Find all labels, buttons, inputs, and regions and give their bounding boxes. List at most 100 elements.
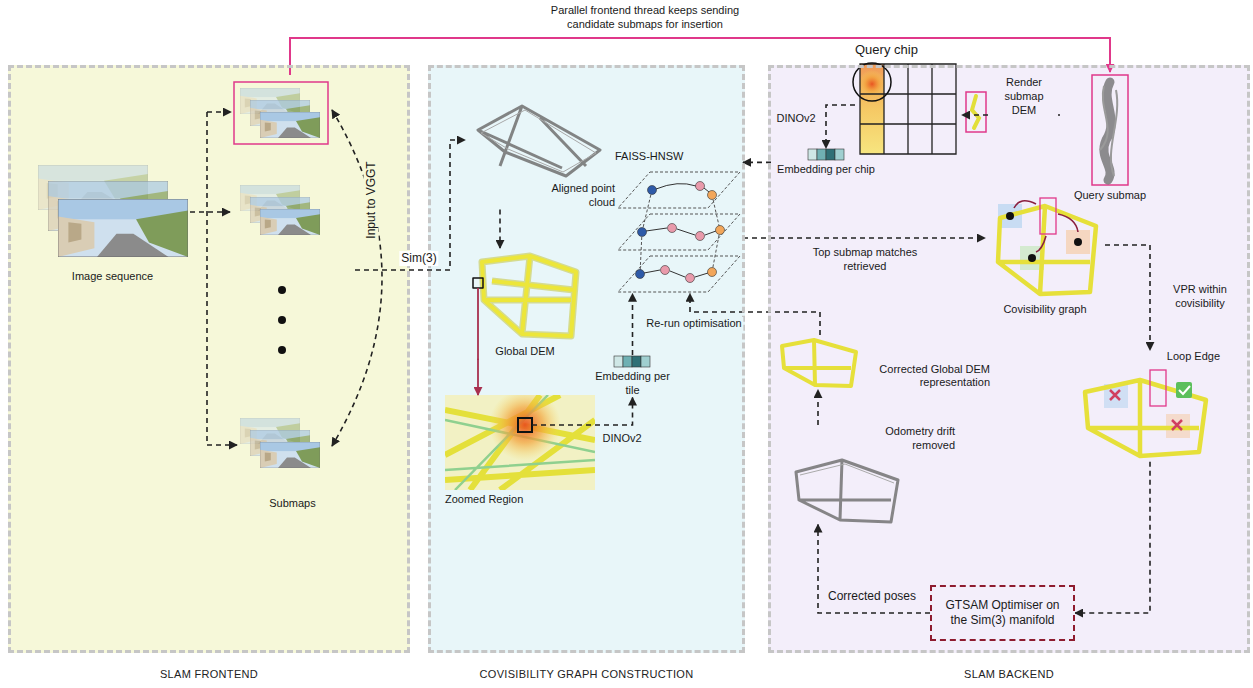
- submap-stacks: [278, 346, 286, 354]
- panel-region: Image sequenceSubmapsSLAM FRONTEND: [8, 65, 410, 653]
- embedding-icon: [632, 356, 641, 367]
- figure-space: [595, 355, 670, 370]
- figure-space: [615, 164, 743, 294]
- edge-label: DINOv2: [774, 112, 817, 126]
- connector: [817, 390, 819, 425]
- connector: [632, 294, 634, 355]
- embedding-icon: [817, 149, 826, 160]
- hnsw-index: [656, 184, 696, 189]
- query-submap-figure: [1092, 75, 1128, 185]
- hnsw-index: [696, 182, 705, 191]
- edge-label: Sim(3): [399, 251, 438, 266]
- corrected-dem-figure: [782, 340, 856, 386]
- edge-label: Parallel frontend thread keeps sending c…: [538, 4, 753, 32]
- connector: [743, 162, 771, 164]
- covisibility-figure: [998, 198, 1096, 294]
- figure-node: Query chip: [855, 42, 962, 156]
- figure-node: FAISS-HNSW: [615, 150, 743, 294]
- figure-space: [1070, 364, 1220, 462]
- edge-label: Top submap matches retrieved: [805, 246, 925, 274]
- global-dem: [473, 256, 576, 360]
- submap-stacks: [234, 82, 328, 144]
- caption: FAISS-HNSW: [615, 150, 683, 164]
- connector: [355, 140, 465, 270]
- connector: [190, 211, 230, 213]
- global-dem: [482, 256, 576, 336]
- caption: Odometry drift removed: [855, 425, 955, 453]
- embedding-icon: [614, 356, 650, 367]
- global-dem: [482, 256, 576, 336]
- caption: Zoomed Region: [445, 493, 523, 507]
- figure-space: [855, 58, 962, 156]
- hnsw-index: [618, 214, 740, 250]
- global-dem: [477, 288, 479, 360]
- connector: [818, 525, 930, 614]
- hnsw-index: [644, 184, 716, 277]
- edge-label: Re-run optimisation: [644, 317, 743, 331]
- figure-node: Query submap: [1060, 72, 1160, 203]
- covisibility-figure: [1066, 230, 1090, 254]
- caption: Submaps: [269, 497, 315, 511]
- branch-arrows: [207, 112, 237, 445]
- edge-label: VPR within covisibility: [1160, 283, 1240, 311]
- odometry-figure: [796, 460, 898, 522]
- figure-node: Aligned point cloud: [465, 100, 615, 210]
- connector: [1075, 462, 1150, 613]
- figure-space: [1060, 72, 1160, 189]
- hnsw-index: [644, 270, 708, 277]
- connector: [290, 38, 1110, 75]
- connector: [1105, 245, 1150, 350]
- loop-edge-figure: [1085, 380, 1206, 456]
- caption: Query submap: [1074, 189, 1146, 203]
- hnsw-index: [708, 268, 717, 277]
- query-submap-figure: [1100, 86, 1117, 176]
- figure-space: [230, 75, 355, 497]
- covisibility-figure: [1074, 238, 1082, 246]
- figure-space: [775, 335, 860, 390]
- hnsw-index: [618, 172, 740, 292]
- submap-stacks: [278, 316, 286, 324]
- panel-region: Aligned point cloudGlobal DEM Zoomed Regi…: [428, 65, 745, 653]
- zoomed-region: [489, 395, 561, 461]
- connector: [595, 398, 633, 426]
- figure-space: [445, 395, 595, 493]
- embedding-icon: [826, 149, 835, 160]
- hnsw-index: [618, 256, 740, 292]
- panel-ground: [8, 65, 1250, 653]
- panel-ground: [428, 65, 745, 653]
- hnsw-index: [704, 188, 709, 192]
- connector: [826, 105, 855, 148]
- covisibility-figure: [1014, 201, 1078, 252]
- aligned-point-cloud: [478, 106, 600, 176]
- image-sequence-figure: [38, 165, 188, 257]
- odometry-figure: [796, 460, 898, 522]
- connector: [477, 359, 479, 395]
- submap-stacks: [260, 442, 320, 468]
- panel-heading: SLAM BACKEND: [768, 668, 1250, 682]
- covisibility-figure: [1028, 254, 1036, 262]
- panel-ground: [768, 65, 1250, 653]
- figure-node: Embedding per chip: [771, 148, 881, 177]
- covisibility-figure: [998, 206, 1096, 294]
- zoomed-region: [445, 395, 595, 490]
- branch-arrows: [207, 444, 237, 446]
- edge-label: Render submap DEM: [990, 76, 1058, 117]
- panel-region: Query chipEmbedding per chipQuery submap…: [768, 65, 1250, 653]
- connector: [499, 210, 501, 249]
- heading-holder: COVISIBILITY GRAPH CONSTRUCTION: [428, 668, 745, 682]
- figure-node: Zoomed Region: [445, 395, 595, 507]
- global-dem: [473, 278, 483, 288]
- connector: [743, 237, 985, 239]
- covisibility-figure: [1006, 212, 1014, 220]
- aligned-point-cloud: [478, 106, 600, 176]
- loop-edge-figure: [1176, 382, 1192, 398]
- tile-marker: [518, 418, 532, 432]
- caption: Global DEM: [495, 345, 554, 359]
- hnsw-index: [638, 228, 647, 237]
- annotation: DINOv2: [600, 432, 643, 446]
- hnsw-index: [716, 226, 725, 235]
- caption: Loop Edge: [1167, 350, 1220, 364]
- loop-edge-figure: [1179, 386, 1190, 394]
- figure-node: Loop Edge: [1070, 350, 1220, 462]
- hnsw-index: [618, 172, 740, 292]
